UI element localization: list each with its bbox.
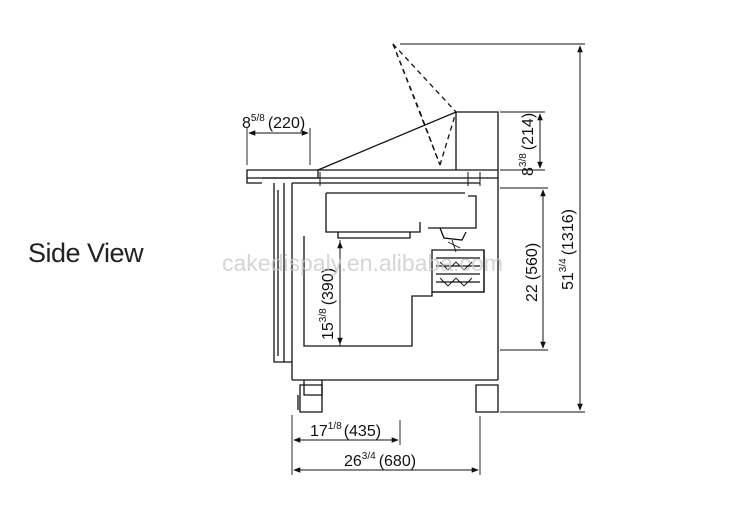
- dim-inner-height: 153/8(390): [318, 268, 337, 340]
- dim-body-height: 22(560): [524, 243, 541, 302]
- dimension-lines: [248, 45, 583, 473]
- dim-total-depth: 263/4(680): [344, 451, 416, 470]
- dim-lid-height: 83/8(214): [518, 113, 537, 176]
- dim-top-overhang: 85/8(220): [242, 113, 305, 132]
- dim-inner-depth: 171/8(435): [310, 421, 381, 440]
- cabinet-outline: [246, 43, 499, 413]
- dim-total-height: 513/4(1316): [558, 209, 577, 290]
- detail-marks: [319, 172, 481, 186]
- view-title: Side View: [28, 238, 144, 268]
- watermark-text: cakedispaly.en.alibaba.com: [222, 250, 503, 276]
